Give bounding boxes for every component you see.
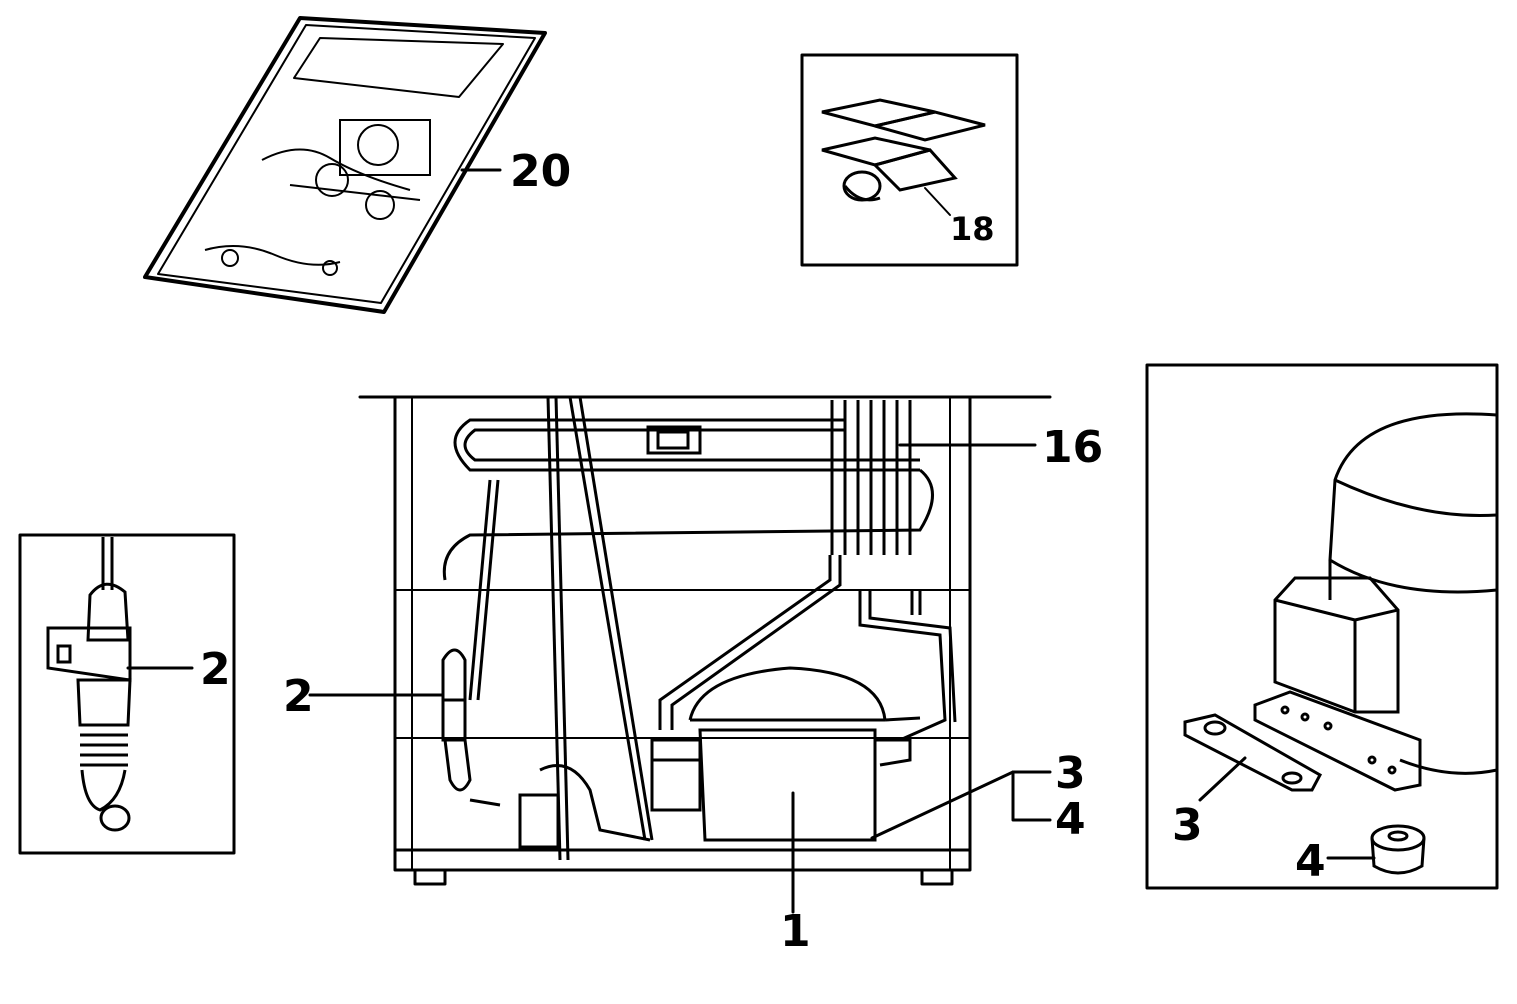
- callout-20: 20: [510, 146, 571, 197]
- evaporator-detail-box: 18: [800, 53, 1019, 267]
- mounting-grommet: [1183, 713, 1323, 792]
- compressor-dome: [1328, 412, 1498, 775]
- callout-4-main: 4: [1055, 794, 1086, 845]
- refrigerant-tubing: [468, 396, 957, 861]
- callout-18: 18: [950, 210, 995, 248]
- condenser-coil: [442, 400, 934, 581]
- mounting-base: [1253, 690, 1422, 792]
- callout-2-cabinet: 2: [283, 671, 314, 722]
- relay-on-cabinet: [441, 648, 501, 807]
- callout-3-detail: 3: [1172, 800, 1203, 851]
- callout-16: 16: [1042, 422, 1103, 473]
- relay-part: [46, 537, 132, 832]
- compressor-mount-detail-box: 3 4: [1145, 363, 1499, 890]
- terminal-cover: [1273, 576, 1400, 714]
- callout-4-detail: 4: [1295, 836, 1326, 887]
- cabinet-rear-view: 16 2: [283, 395, 1103, 957]
- callout-2-detail: 2: [200, 644, 231, 695]
- start-capacitor: [518, 764, 651, 849]
- panel-schematic-sketch: [204, 119, 431, 276]
- wiring-diagram-panel: 20: [143, 16, 571, 314]
- compressor: [650, 666, 921, 842]
- evaporator-shelves: [821, 98, 986, 202]
- callout-3-main: 3: [1055, 748, 1086, 799]
- mounting-sleeve: [1370, 824, 1426, 875]
- callout-1: 1: [780, 906, 811, 957]
- relay-detail-box: 2: [18, 533, 236, 855]
